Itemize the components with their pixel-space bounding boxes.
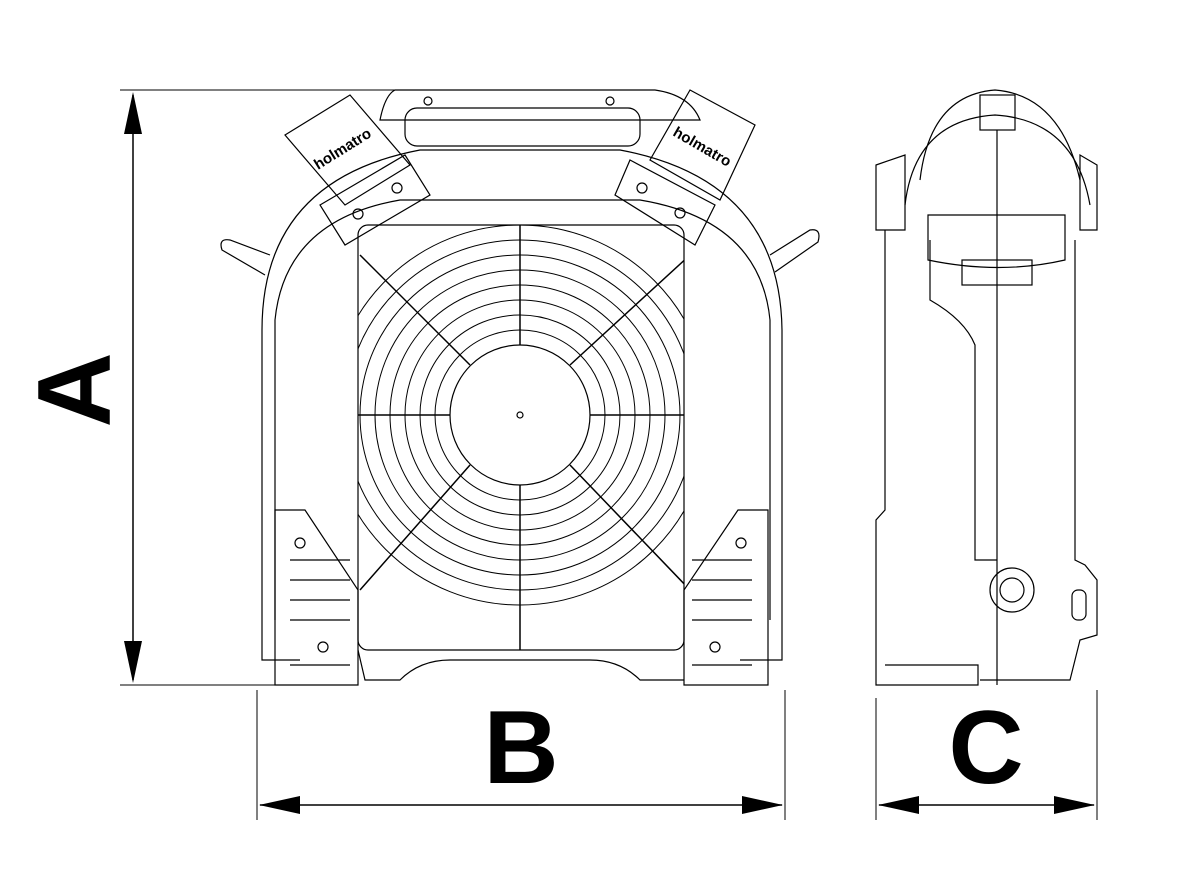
dimension-c: C bbox=[875, 690, 1098, 820]
dimension-b-label: B bbox=[483, 690, 558, 806]
side-view bbox=[875, 89, 1098, 686]
right-foot bbox=[683, 509, 769, 686]
arrow-right-icon bbox=[742, 796, 783, 814]
dimension-b: B bbox=[256, 690, 786, 820]
arrow-right-icon bbox=[1054, 796, 1095, 814]
logo-text: holmatro bbox=[670, 124, 734, 171]
arrow-left-icon bbox=[259, 796, 300, 814]
right-switch-box: holmatro bbox=[614, 89, 756, 246]
front-view: holmatro holmatro bbox=[220, 89, 820, 686]
dimension-a-label: A bbox=[17, 352, 133, 427]
fan-hub bbox=[449, 344, 591, 486]
arrow-left-icon bbox=[878, 796, 919, 814]
dimension-a: A bbox=[17, 89, 420, 686]
arrow-down-icon bbox=[124, 641, 142, 683]
arrow-up-icon bbox=[124, 92, 142, 134]
left-foot bbox=[274, 509, 359, 686]
fan-grille bbox=[358, 225, 684, 650]
left-switch-box: holmatro bbox=[284, 94, 431, 246]
dimension-c-label: C bbox=[948, 690, 1023, 806]
